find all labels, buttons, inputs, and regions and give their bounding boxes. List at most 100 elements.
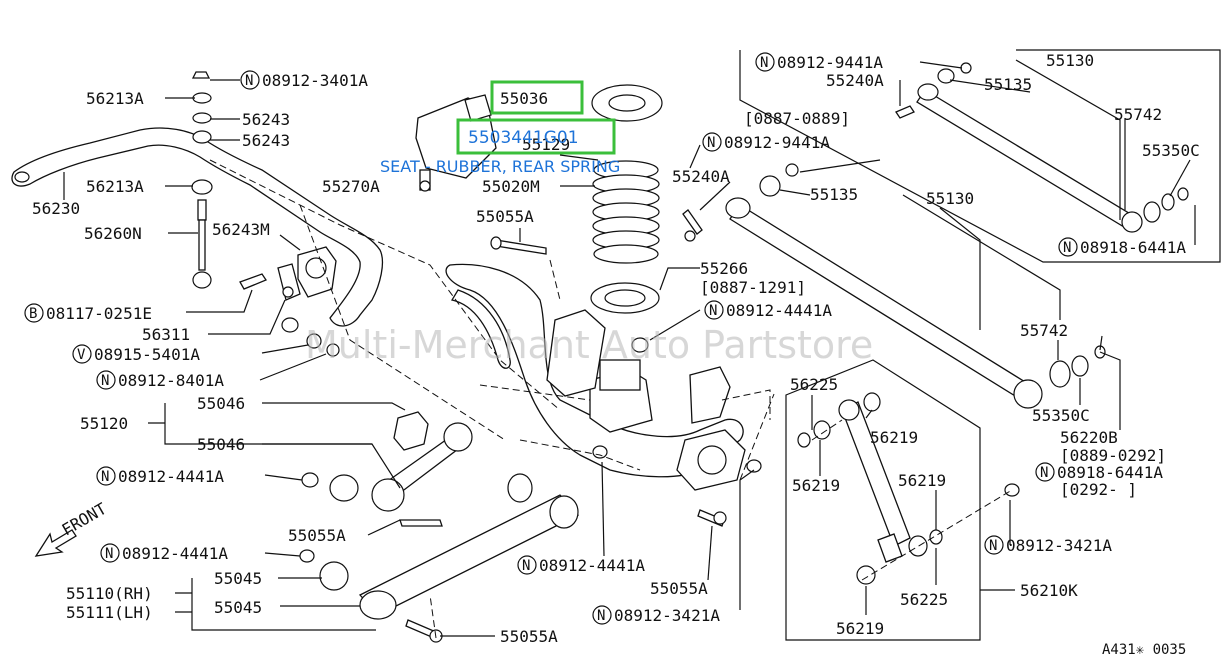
- svg-text:N: N: [597, 608, 605, 624]
- label-55130-b: 55130: [926, 189, 974, 208]
- label-56219-a: 56219: [870, 428, 918, 447]
- label-55120: 55120: [80, 414, 128, 433]
- svg-text:N: N: [101, 373, 109, 389]
- svg-text:N: N: [101, 469, 109, 485]
- label-55129: 55129: [522, 135, 570, 154]
- label-08912-4441a-a: 08912-4441A: [118, 467, 224, 486]
- label-08912-9441a-a: 08912-9441A: [724, 133, 830, 152]
- dashed-relations: [209, 159, 1013, 639]
- part-labels: 08912-3401A 56213A 56243 56243 56230 562…: [32, 51, 1200, 646]
- diagram-code: A431✳ 0035: [1102, 642, 1186, 658]
- label-08117-0251e: 08117-0251E: [46, 304, 152, 323]
- label-55110-rh: 55110(RH): [66, 584, 153, 603]
- highlight-box-55036[interactable]: [490, 80, 584, 115]
- svg-text:N: N: [709, 303, 717, 319]
- label-08912-4441a-b: 08912-4441A: [122, 544, 228, 563]
- stabilizer-bar: [11, 127, 384, 327]
- svg-text:N: N: [760, 55, 768, 71]
- svg-text:N: N: [105, 546, 113, 562]
- label-55045-b: 55045: [214, 598, 262, 617]
- upper-arm-box: [739, 49, 1221, 263]
- label-0889-0292: [0889-0292]: [1060, 446, 1166, 465]
- label-08918-6441a-b: 08918-6441A: [1057, 463, 1163, 482]
- front-arrow: FRONT: [34, 499, 111, 557]
- highlight-label-5503441g01: 5503441G01: [468, 128, 579, 148]
- bolts: [419, 180, 703, 255]
- tooltip-part-description: SEAT - RUBBER, REAR SPRING: [380, 157, 620, 176]
- label-55055a-a: 55055A: [288, 526, 346, 545]
- svg-text:N: N: [1063, 240, 1071, 256]
- label-08912-3401a: 08912-3401A: [262, 71, 368, 90]
- label-55350c-a: 55350C: [1142, 141, 1200, 160]
- rear-axle: [445, 263, 746, 491]
- label-56311: 56311: [142, 325, 190, 344]
- label-55055a-b: 55055A: [500, 627, 558, 646]
- label-08912-4441a-d: 08912-4441A: [539, 556, 645, 575]
- label-55055a-d: 55055A: [650, 579, 708, 598]
- label-08912-3421a-a: 08912-3421A: [1006, 536, 1112, 555]
- prefix-markers: N B V N N N N N N N N N N N: [24, 52, 1078, 625]
- leader-lines: [63, 59, 1196, 637]
- svg-text:N: N: [1040, 465, 1048, 481]
- label-55111-lh: 55111(LH): [66, 603, 153, 622]
- trailing-arm-55110: [299, 494, 580, 643]
- label-56220b: 56220B: [1060, 428, 1118, 447]
- label-56225-b: 56225: [900, 590, 948, 609]
- front-label: FRONT: [59, 499, 111, 540]
- label-08918-6441a-a: 08918-6441A: [1080, 238, 1186, 257]
- svg-text:B: B: [29, 306, 37, 322]
- label-55135-b: 55135: [810, 185, 858, 204]
- label-56213a-top: 56213A: [86, 89, 144, 108]
- watermark: Multi-Merchant Auto Partstore: [305, 323, 873, 367]
- label-0292: [0292- ]: [1060, 480, 1137, 499]
- label-55055a-c: 55055A: [476, 207, 534, 226]
- label-55742-b: 55742: [1020, 321, 1068, 340]
- label-08915-5401a: 08915-5401A: [94, 345, 200, 364]
- highlight-label-55036: 55036: [500, 89, 548, 108]
- label-55135-a: 55135: [984, 75, 1032, 94]
- label-55266: 55266: [700, 259, 748, 278]
- label-55130-a: 55130: [1046, 51, 1094, 70]
- label-55240a-a: 55240A: [672, 167, 730, 186]
- label-55270a: 55270A: [322, 177, 380, 196]
- label-0887-0889: [0887-0889]: [744, 109, 850, 128]
- label-56219-b: 56219: [792, 476, 840, 495]
- label-56243-b: 56243: [242, 131, 290, 150]
- highlight-overlay: 55036 5503441G01 SEAT - RUBBER, REAR SPR…: [380, 80, 620, 176]
- label-56219-c: 56219: [898, 471, 946, 490]
- svg-text:N: N: [245, 73, 253, 89]
- label-55046-b: 55046: [197, 435, 245, 454]
- svg-text:N: N: [707, 135, 715, 151]
- highlight-box-5503441g01[interactable]: [456, 118, 616, 155]
- label-08912-3421a-b: 08912-3421A: [614, 606, 720, 625]
- label-55240a-b: 55240A: [826, 71, 884, 90]
- label-55046-a: 55046: [197, 394, 245, 413]
- shock-absorber: [697, 392, 1020, 585]
- label-56260n: 56260N: [84, 224, 142, 243]
- label-55742-a: 55742: [1114, 105, 1162, 124]
- label-08912-9441a-b: 08912-9441A: [777, 53, 883, 72]
- label-56225-a: 56225: [790, 375, 838, 394]
- label-55045-a: 55045: [214, 569, 262, 588]
- lateral-rod-55130: [725, 163, 1106, 409]
- svg-text:N: N: [522, 558, 530, 574]
- lower-link-55120: [301, 411, 533, 512]
- label-56230: 56230: [32, 199, 80, 218]
- label-08912-4441a-c: 08912-4441A: [726, 301, 832, 320]
- svg-text:N: N: [989, 538, 997, 554]
- label-56213a-bottom: 56213A: [86, 177, 144, 196]
- stabilizer-link-stack: [191, 71, 340, 357]
- svg-text:V: V: [77, 347, 86, 363]
- upper-rod-55130: [895, 62, 1189, 233]
- shock-box: [785, 359, 981, 641]
- label-56219-d: 56219: [836, 619, 884, 638]
- label-56243-a: 56243: [242, 110, 290, 129]
- label-55020m: 55020M: [482, 177, 540, 196]
- label-56210k: 56210K: [1020, 581, 1078, 600]
- label-0887-1291: [0887-1291]: [700, 278, 806, 297]
- label-08912-8401a: 08912-8401A: [118, 371, 224, 390]
- coil-spring: [415, 84, 663, 314]
- label-55350c-b: 55350C: [1032, 406, 1090, 425]
